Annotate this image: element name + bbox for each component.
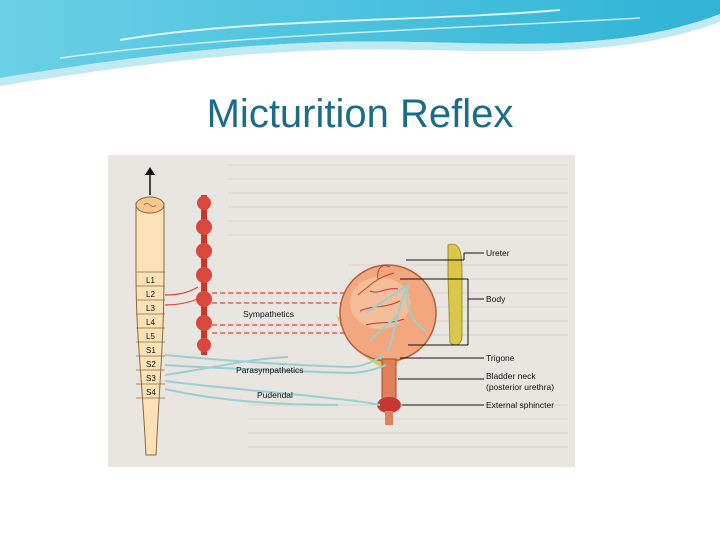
spinal-cord — [135, 196, 165, 456]
bladder-nerves — [365, 284, 427, 352]
body-label: Body — [486, 294, 506, 304]
sympathetic-chain — [196, 195, 212, 355]
urethra — [377, 358, 401, 425]
leader-lines — [398, 252, 484, 406]
bladder-neck-label: Bladder neck — [486, 371, 536, 381]
slide-title: Micturition Reflex — [206, 92, 514, 136]
segment-label: L1 — [146, 276, 155, 285]
banner-wave — [0, 0, 720, 86]
segment-label: S1 — [146, 346, 156, 355]
external-sphincter-label: External sphincter — [486, 400, 554, 410]
bladder-neck-sublabel: (posterior urethra) — [486, 382, 554, 392]
rami — [164, 286, 199, 306]
trigone-label: Trigone — [486, 353, 515, 363]
parasympathetic-nerves — [164, 354, 387, 376]
segment-label: S4 — [146, 388, 156, 397]
segment-label: S2 — [146, 360, 156, 369]
micturition-diagram: L1 L2 L3 L4 L5 S1 S2 S3 S4 — [108, 155, 575, 467]
banner — [0, 0, 720, 90]
sympathetics-label: Sympathetics — [243, 309, 294, 319]
pudendal-label: Pudendal — [257, 390, 293, 400]
ascending-arrow-icon — [145, 167, 155, 195]
segment-label: L2 — [146, 290, 155, 299]
segment-label: L5 — [146, 332, 155, 341]
parasympathetics-label: Parasympathetics — [236, 365, 304, 375]
segment-label: L3 — [146, 304, 155, 313]
segment-label: L4 — [146, 318, 155, 327]
bladder-vessels — [357, 265, 405, 326]
ureter-label: Ureter — [486, 248, 510, 258]
ureter — [447, 243, 463, 346]
pudendal-nerve — [164, 380, 381, 406]
segment-label: S3 — [146, 374, 156, 383]
